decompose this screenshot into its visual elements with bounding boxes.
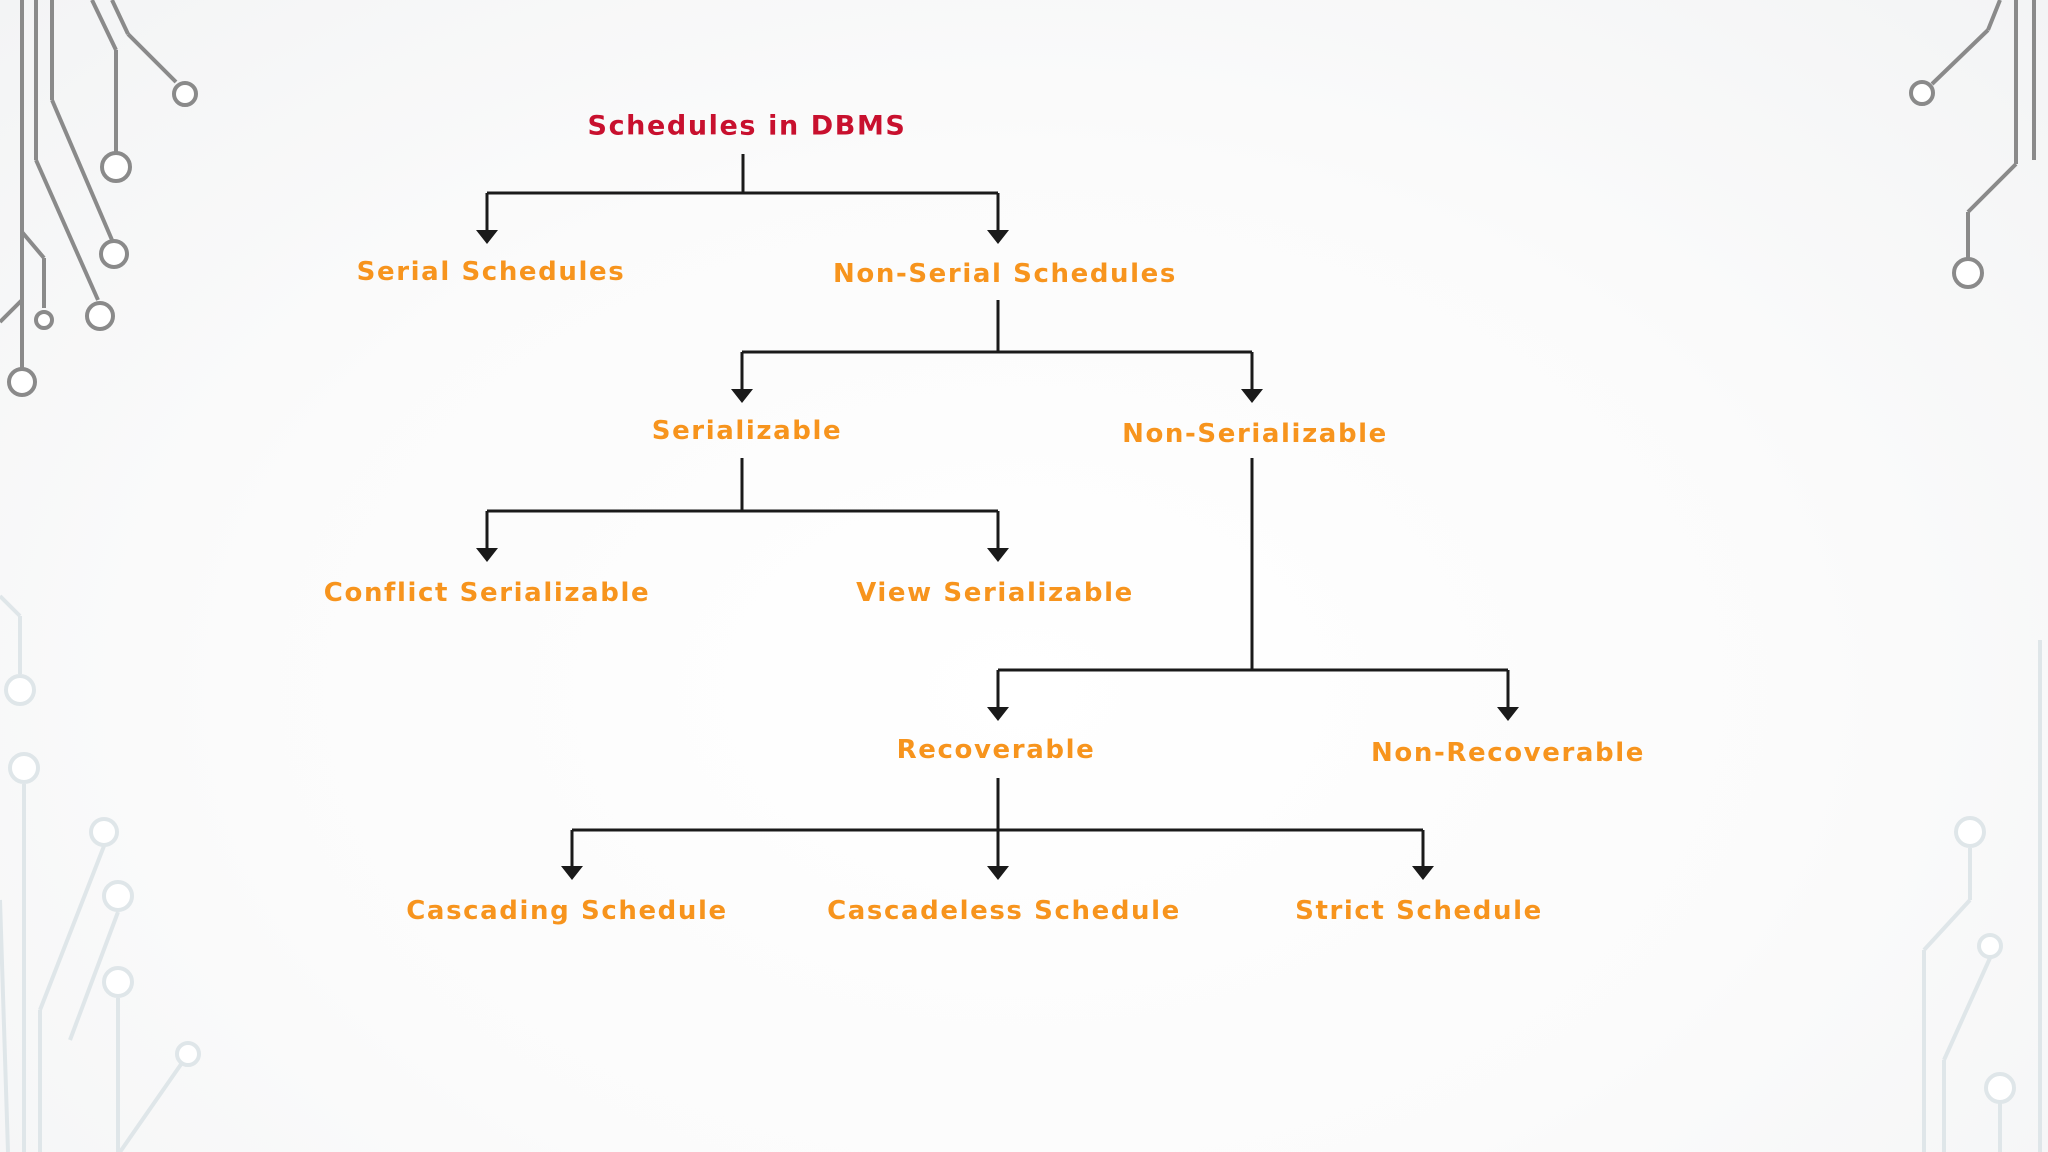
circuit-right-faint — [1922, 640, 2042, 1152]
node-view-serializable: View Serializable — [856, 578, 1134, 608]
arrowhead-icon — [987, 230, 1009, 244]
node-recoverable: Recoverable — [896, 735, 1096, 765]
node-serializable: Serializable — [651, 416, 843, 446]
circuit-left-faint — [0, 594, 201, 1152]
node-strict-schedule: Strict Schedule — [1295, 896, 1543, 926]
node-non-recoverable: Non-Recoverable — [1371, 738, 1645, 768]
diagram-title: Schedules in DBMS — [587, 110, 907, 142]
circuit-top-right — [1909, 0, 2036, 289]
node-conflict-serializable: Conflict Serializable — [323, 578, 651, 608]
arrowhead-icon — [1241, 389, 1263, 403]
arrowhead-icon — [987, 548, 1009, 562]
node-non-serializable: Non-Serializable — [1122, 419, 1388, 449]
arrowhead-icon — [1497, 707, 1519, 721]
arrowhead-icon — [987, 866, 1009, 880]
arrowhead-icon — [561, 866, 583, 880]
arrowhead-icon — [1412, 866, 1434, 880]
circuit-top-left — [0, 0, 198, 397]
node-non-serial-schedules: Non-Serial Schedules — [833, 259, 1177, 289]
node-cascadeless-schedule: Cascadeless Schedule — [827, 896, 1181, 926]
arrowhead-icon — [987, 707, 1009, 721]
arrowhead-icon — [476, 230, 498, 244]
node-cascading-schedule: Cascading Schedule — [406, 896, 728, 926]
arrowhead-icon — [731, 389, 753, 403]
node-serial-schedules: Serial Schedules — [356, 257, 626, 287]
arrowhead-icon — [476, 548, 498, 562]
